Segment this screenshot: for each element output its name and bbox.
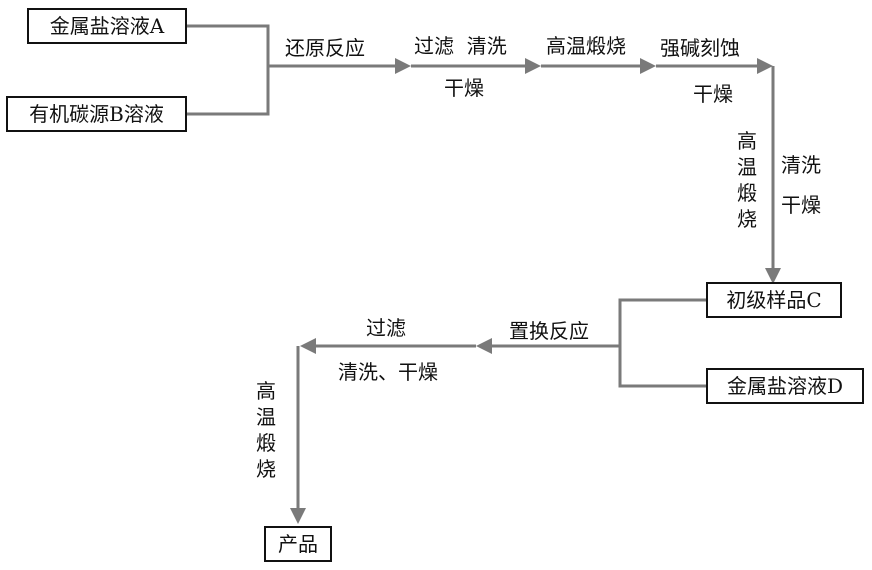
filter-wash-top-label: 过滤 清洗 [414,36,507,56]
calcine-vertical-right-label: 高温煅烧 [736,128,758,232]
primary-sample-c-box: 初级样品C [706,282,842,318]
calcine-top-label: 高温煅烧 [546,36,626,56]
arrow-head-filter-wash [525,58,541,74]
organic-carbon-source-b-box: 有机碳源B溶液 [6,96,187,132]
wash-dry-bottom-label: 清洗、干燥 [338,362,438,382]
filter-bottom-label: 过滤 [366,318,406,338]
organic-carbon-source-b-label: 有机碳源B溶液 [29,104,164,124]
metal-salt-solution-d-box: 金属盐溶液D [706,368,864,404]
wash-right-label: 清洗 [781,155,821,175]
arrow-head-replacement [476,338,492,354]
arrow-head-down-left [290,508,306,524]
product-box: 产品 [264,526,332,562]
calcine-vertical-left-label: 高温煅烧 [255,378,277,482]
dry-after-etch-label: 干燥 [693,84,733,104]
arrow-head-reduction [395,58,411,74]
dry-right-label: 干燥 [781,195,821,215]
arrow-head-calcine [640,58,656,74]
arrow-head-filter-bottom [300,338,316,354]
metal-salt-solution-a-label: 金属盐溶液A [50,16,164,36]
metal-salt-solution-a-box: 金属盐溶液A [27,8,187,44]
replacement-reaction-label: 置换反应 [509,321,589,341]
metal-salt-solution-d-label: 金属盐溶液D [727,376,843,396]
input-bracket-cd [620,300,706,386]
reduction-reaction-label: 还原反应 [285,38,365,58]
product-label: 产品 [278,534,318,554]
arrow-head-etch [757,58,773,74]
alkali-etch-label: 强碱刻蚀 [660,38,740,58]
input-bracket-ab [186,26,268,114]
dry-top-label: 干燥 [444,78,484,98]
primary-sample-c-label: 初级样品C [726,290,821,310]
